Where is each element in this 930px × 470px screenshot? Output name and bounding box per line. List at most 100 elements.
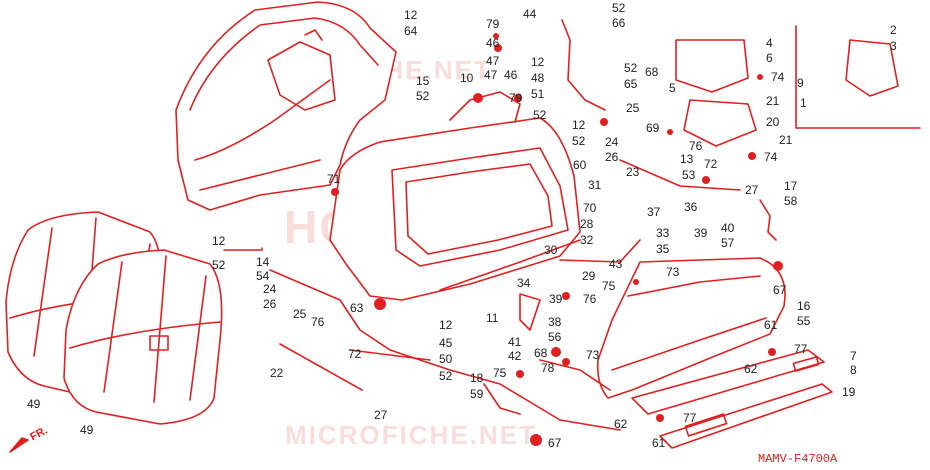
part-label: 79	[486, 17, 500, 31]
part-label: 54	[256, 269, 270, 283]
part-label: 37	[647, 205, 661, 219]
part-label: 35	[656, 242, 670, 256]
part-label: 67	[548, 436, 562, 450]
strap-rod	[279, 343, 363, 391]
part-label: 78	[541, 361, 555, 375]
part-label: 76	[583, 292, 597, 306]
part-label: 44	[523, 7, 537, 21]
part-label: 6	[766, 51, 773, 65]
site-watermark-bottom: MICROFICHE.NET	[285, 420, 537, 450]
part-label: 72	[348, 347, 362, 361]
part-label: 7	[850, 349, 857, 363]
part-label: 42	[508, 349, 522, 363]
part-label: 10	[460, 71, 474, 85]
part-label: 65	[624, 77, 638, 91]
part-label: 68	[534, 346, 548, 360]
part-label: 21	[779, 133, 793, 147]
part-label: 73	[666, 265, 680, 279]
part-label: 63	[350, 301, 364, 315]
part-label: 22	[270, 366, 284, 380]
part-label: 39	[549, 292, 563, 306]
part-label: 25	[293, 307, 307, 321]
part-label: 19	[842, 385, 856, 399]
part-label: 23	[626, 165, 640, 179]
hinge-stay	[759, 199, 777, 241]
cable	[561, 19, 606, 111]
part-label: 34	[517, 276, 531, 290]
part-label: 29	[582, 269, 596, 283]
part-label: 75	[602, 279, 616, 293]
part-label: 52	[572, 134, 586, 148]
part-label: 1	[800, 96, 807, 110]
part-label: 50	[439, 352, 453, 366]
part-label: 67	[773, 283, 787, 297]
part-label: 32	[580, 233, 594, 247]
part-label: 49	[27, 397, 41, 411]
part-label: 12	[572, 118, 586, 132]
part-label: 55	[797, 314, 811, 328]
part-label: 64	[404, 24, 418, 38]
part-label: 15	[416, 74, 430, 88]
part-label: 49	[80, 423, 94, 437]
wire-harness	[483, 383, 521, 415]
part-label: 74	[764, 150, 778, 164]
inset-frame	[795, 25, 921, 129]
part-label: 72	[704, 157, 718, 171]
part-label: 12	[439, 318, 453, 332]
part-label: 25	[626, 101, 640, 115]
inner-bag-right	[63, 249, 223, 425]
part-label: 28	[580, 217, 594, 231]
part-label: 74	[771, 70, 785, 84]
part-label: 31	[588, 178, 602, 192]
part-label: 53	[682, 168, 696, 182]
part-label: 14	[256, 255, 270, 269]
part-label: 60	[573, 158, 587, 172]
part-label: 48	[531, 71, 545, 85]
part-label: 59	[470, 387, 484, 401]
part-label: 24	[263, 282, 277, 296]
latch-bracket	[519, 293, 541, 331]
part-label: 52	[533, 108, 547, 122]
part-label: 79	[509, 91, 523, 105]
part-label: 8	[850, 363, 857, 377]
part-label: 24	[605, 135, 619, 149]
lid-garnish	[631, 349, 833, 449]
part-label: 62	[614, 417, 628, 431]
part-label: 12	[531, 55, 545, 69]
part-label: 30	[544, 243, 558, 257]
latch-rod	[559, 239, 641, 263]
part-label: 73	[586, 348, 600, 362]
part-label: 39	[694, 226, 708, 240]
part-label: 76	[689, 139, 703, 153]
part-label: 12	[404, 8, 418, 22]
part-label: 27	[745, 183, 759, 197]
part-label: 61	[764, 318, 778, 332]
part-label: 43	[609, 257, 623, 271]
diagram-code: MAMV-F4700A	[758, 452, 838, 466]
saddlebag-cover	[175, 1, 397, 211]
part-label: 52	[439, 369, 453, 383]
part-label: 77	[794, 342, 808, 356]
part-label: 52	[612, 1, 626, 15]
part-label: 52	[212, 258, 226, 272]
part-label: 45	[439, 336, 453, 350]
part-label: 70	[583, 201, 597, 215]
stay-rod	[619, 159, 741, 191]
part-label: 40	[721, 221, 735, 235]
part-label: 57	[721, 236, 735, 250]
part-label: 9	[797, 76, 804, 90]
part-label: 33	[656, 226, 670, 240]
part-label: 76	[311, 315, 325, 329]
part-label: 20	[766, 115, 780, 129]
part-label: 68	[645, 65, 659, 79]
part-label: 26	[605, 150, 619, 164]
part-label: 36	[684, 200, 698, 214]
part-label: 21	[766, 94, 780, 108]
part-label: 16	[797, 299, 811, 313]
part-label: 18	[470, 371, 484, 385]
part-label: 17	[784, 179, 798, 193]
part-label: 71	[327, 172, 341, 186]
part-label: 47	[486, 54, 500, 68]
part-label: 52	[416, 89, 430, 103]
